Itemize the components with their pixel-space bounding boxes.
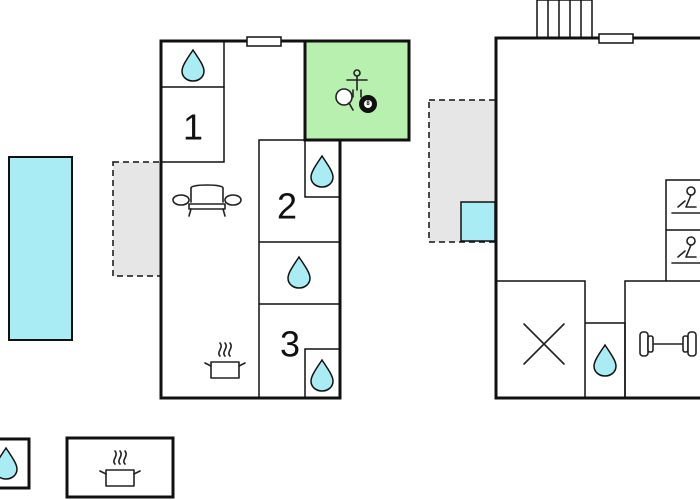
sofa-icon <box>172 184 242 217</box>
billiard-ball-number: 8 <box>366 101 370 107</box>
water-drop-icon <box>593 344 617 377</box>
window <box>598 33 634 44</box>
water-drop-icon <box>0 447 18 480</box>
water-drop-icon <box>310 359 334 392</box>
room-label-1: 1 <box>183 107 203 148</box>
water-drop-icon <box>181 49 205 82</box>
window <box>246 36 282 47</box>
table-football-icon <box>346 69 368 98</box>
room-label-2: 2 <box>277 186 297 227</box>
outdoor-shower <box>460 201 496 242</box>
sauna-icon <box>671 236 700 264</box>
cooking-pot-icon <box>204 342 246 379</box>
stairs <box>536 0 593 39</box>
ping-pong-paddle-icon <box>335 88 354 111</box>
outdoor-kitchen <box>65 436 175 499</box>
swimming-pool <box>8 156 73 341</box>
game-room-icon: 8 <box>335 69 377 113</box>
cooking-pot-icon <box>99 450 141 487</box>
annex-building <box>494 33 700 400</box>
dumbbell-icon <box>639 331 697 357</box>
water-drop-icon <box>287 256 311 289</box>
water-drop-icon <box>310 155 334 188</box>
outbuilding-bathroom <box>0 437 31 490</box>
cross-icon <box>523 323 565 365</box>
main-building <box>159 36 411 400</box>
room-label-3: 3 <box>280 324 300 365</box>
terrace-left <box>112 161 162 277</box>
sauna-icon <box>671 186 700 214</box>
